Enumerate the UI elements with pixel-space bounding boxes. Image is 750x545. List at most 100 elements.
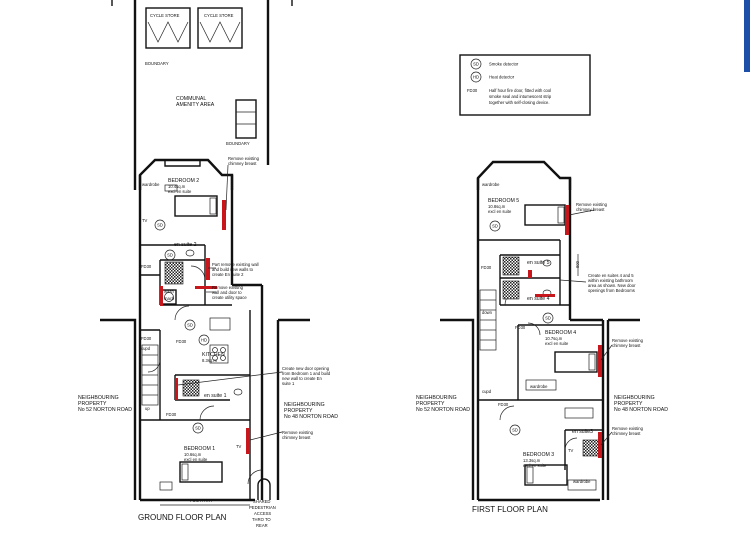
svg-text:No 48 NORTON ROAD: No 48 NORTON ROAD	[614, 407, 668, 413]
svg-text:NEIGHBOURING: NEIGHBOURING	[614, 395, 655, 401]
svg-text:FD30: FD30	[141, 264, 152, 269]
svg-text:wardrobe: wardrobe	[482, 182, 500, 187]
svg-text:THRO TO: THRO TO	[252, 517, 271, 522]
svg-text:SD: SD	[492, 224, 498, 229]
room-label-ensuite1: en suite 1	[204, 393, 227, 399]
svg-text:chimney breast: chimney breast	[282, 435, 311, 440]
removed-chimney-bedroom5	[565, 205, 569, 235]
smoke-detector-icon	[164, 249, 176, 261]
svg-text:cupd: cupd	[141, 346, 151, 351]
room-label-ensuite2: en suite 2	[174, 242, 197, 248]
svg-text:excl en suite: excl en suite	[545, 341, 569, 346]
svg-text:PROPERTY: PROPERTY	[614, 401, 643, 407]
svg-text:13.3sq.m: 13.3sq.m	[523, 458, 541, 463]
room-label-bedroom1: BEDROOM 1	[184, 446, 215, 452]
room-label-bedroom4: BEDROOM 4	[545, 330, 576, 336]
svg-text:Remove existing: Remove existing	[228, 156, 260, 161]
svg-text:NEIGHBOURING: NEIGHBOURING	[284, 402, 325, 408]
svg-text:wash: wash	[164, 289, 174, 294]
smoke-detector-icon	[470, 58, 482, 70]
svg-text:excl en suite: excl en suite	[168, 189, 192, 194]
room-label-bedroom2: BEDROOM 2	[168, 178, 199, 184]
svg-text:Half hour fire door, fitted wi: Half hour fire door, fitted with cool	[489, 88, 551, 93]
smoke-detector-icon	[509, 424, 521, 436]
svg-text:excl en suite: excl en suite	[184, 457, 208, 462]
ground-floor-plan	[100, 0, 310, 506]
note-leaders	[177, 164, 613, 446]
svg-text:10.6sq.m: 10.6sq.m	[184, 452, 202, 457]
bed-bedroom1	[179, 461, 223, 483]
first-floor-plan	[440, 160, 640, 502]
svg-text:Create en suites 4 and 5: Create en suites 4 and 5	[588, 273, 634, 278]
shower-ensuite4	[502, 280, 520, 300]
svg-text:PROPERTY: PROPERTY	[78, 401, 107, 407]
svg-text:BOUNDARY: BOUNDARY	[226, 141, 250, 146]
bins	[235, 99, 257, 139]
svg-text:cupd: cupd	[482, 389, 492, 394]
removed-chimney-bedroom3	[598, 432, 602, 458]
detector-labels: SD SD SD HD SD SD SD SD	[157, 223, 551, 433]
svg-text:SD: SD	[195, 426, 201, 431]
svg-text:new wall to create En: new wall to create En	[282, 376, 322, 381]
new-door-ensuite5	[528, 270, 532, 278]
svg-text:NEIGHBOURING: NEIGHBOURING	[78, 395, 119, 401]
svg-text:FD30: FD30	[166, 412, 177, 417]
removed-wall-ensuite2	[206, 258, 210, 280]
svg-text:No 52 NORTON ROAD: No 52 NORTON ROAD	[78, 407, 132, 413]
svg-text:Remove existing: Remove existing	[212, 285, 244, 290]
bed-bedroom2	[174, 195, 218, 217]
svg-text:REAR: REAR	[256, 523, 268, 528]
svg-text:from Bedroom 1 and build: from Bedroom 1 and build	[282, 371, 331, 376]
shower-ensuite3	[582, 439, 600, 457]
first-labels: wardrobe BEDROOM 5 10.8sq.m excl en suit…	[416, 182, 668, 514]
svg-text:HD: HD	[473, 75, 479, 80]
svg-text:NEIGHBOURING: NEIGHBOURING	[416, 395, 457, 401]
svg-text:TV: TV	[236, 444, 242, 449]
svg-text:area as shown. New door: area as shown. New door	[588, 283, 636, 288]
room-label-kitchen: KITCHEN	[202, 352, 225, 358]
removed-chimney-bedroom2	[222, 200, 226, 230]
svg-text:10.8sq.m: 10.8sq.m	[488, 204, 506, 209]
bed-bedroom5	[524, 204, 566, 226]
first-floor-title: FIRST FLOOR PLAN	[472, 505, 548, 514]
svg-text:SD: SD	[545, 316, 551, 321]
svg-text:BOUNDARY: BOUNDARY	[145, 61, 169, 66]
shower-ensuite2	[164, 261, 184, 285]
svg-text:SD: SD	[512, 428, 518, 433]
detectors	[154, 219, 554, 436]
svg-text:10.4sq.m: 10.4sq.m	[168, 184, 186, 189]
svg-text:PROPERTY: PROPERTY	[416, 401, 445, 407]
room-label-bedroom5: BEDROOM 5	[488, 198, 519, 204]
smoke-detector-icon	[184, 319, 196, 331]
svg-text:mach: mach	[164, 296, 175, 301]
communal-amenity-label: COMMUNAL	[176, 96, 206, 102]
svg-text:No 52 NORTON ROAD: No 52 NORTON ROAD	[416, 407, 470, 413]
svg-text:Smoke detector: Smoke detector	[489, 62, 519, 67]
svg-text:Remove existing: Remove existing	[282, 430, 314, 435]
svg-text:openings from Bedrooms: openings from Bedrooms	[588, 288, 635, 293]
shower-ensuite5	[502, 256, 520, 276]
svg-text:down: down	[482, 310, 493, 315]
svg-text:SHARED: SHARED	[253, 499, 270, 504]
window-edge-strip	[744, 0, 750, 72]
new-door-bedroom1	[175, 378, 178, 400]
svg-text:FD30: FD30	[141, 336, 152, 341]
smoke-detector-icon	[154, 219, 166, 231]
svg-text:FD30: FD30	[515, 325, 526, 330]
svg-text:FOOTPATH: FOOTPATH	[190, 498, 212, 503]
svg-text:FD30: FD30	[176, 339, 187, 344]
svg-text:TV: TV	[568, 448, 574, 453]
smoke-detector-icon	[542, 312, 554, 324]
removed-chimney-bedroom1	[246, 428, 250, 454]
svg-text:HD: HD	[201, 338, 207, 343]
svg-text:8.3sq.m: 8.3sq.m	[202, 358, 217, 363]
heat-detector-icon	[470, 71, 482, 83]
hob	[209, 344, 229, 364]
svg-text:PROPERTY: PROPERTY	[284, 408, 313, 414]
svg-text:SD: SD	[473, 62, 479, 67]
svg-text:excl en suite: excl en suite	[523, 463, 547, 468]
ground-floor-title: GROUND FLOOR PLAN	[138, 513, 227, 522]
svg-text:smoke seal and intumescent str: smoke seal and intumescent strip	[489, 94, 552, 99]
